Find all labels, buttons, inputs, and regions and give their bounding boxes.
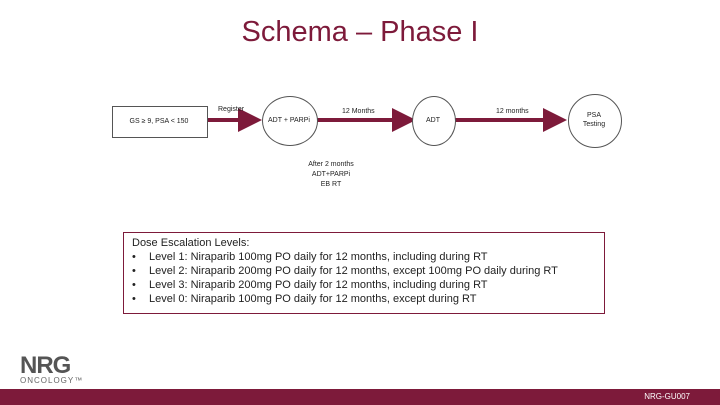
dose-heading: Dose Escalation Levels: [132, 237, 250, 249]
entry-box [112, 106, 208, 138]
twelve-months-label-2: 12 months [496, 108, 529, 115]
register-label: Register [218, 106, 245, 113]
bullet-glyph: • [132, 265, 136, 277]
adt-node [412, 96, 456, 146]
psa-label: PSA Testing [582, 112, 606, 128]
adt-parp-node [262, 96, 318, 146]
footer-bar: NRG-GU007 [0, 389, 720, 405]
page-title: Schema – Phase I [241, 16, 479, 48]
bullet-glyph: • [132, 279, 136, 291]
footer-code: NRG-GU007 [644, 392, 690, 401]
bullet-glyph: • [132, 293, 136, 305]
after-2-months-line3: EB RT [320, 181, 342, 188]
dose-level-0: Level 0: Niraparib 100mg PO daily for 12… [149, 293, 477, 305]
bullet-glyph: • [132, 251, 136, 263]
adt-label: ADT [426, 117, 440, 124]
dose-escalation-box: Dose Escalation Levels: • Level 1: Nirap… [123, 232, 605, 314]
after-2-months-line1: After 2 months [308, 161, 354, 168]
psa-node [568, 94, 622, 148]
twelve-months-label-1: 12 Months [342, 108, 375, 115]
entry-label: GS ≥ 9, PSA < 150 [129, 118, 189, 125]
after-2-months-line2: ADT+PARPi [311, 171, 351, 178]
dose-level-3: Level 3: Niraparib 200mg PO daily for 12… [149, 279, 488, 291]
dose-level-2: Level 2: Niraparib 200mg PO daily for 12… [149, 265, 558, 277]
logo-sub-text: ONCOLOGY™ [20, 376, 84, 385]
nrg-oncology-logo: NRG ONCOLOGY™ [20, 352, 83, 385]
adt-parp-label: ADT + PARPi [268, 117, 310, 124]
dose-level-1: Level 1: Niraparib 100mg PO daily for 12… [149, 251, 488, 263]
logo-main-text: NRG [20, 352, 71, 379]
